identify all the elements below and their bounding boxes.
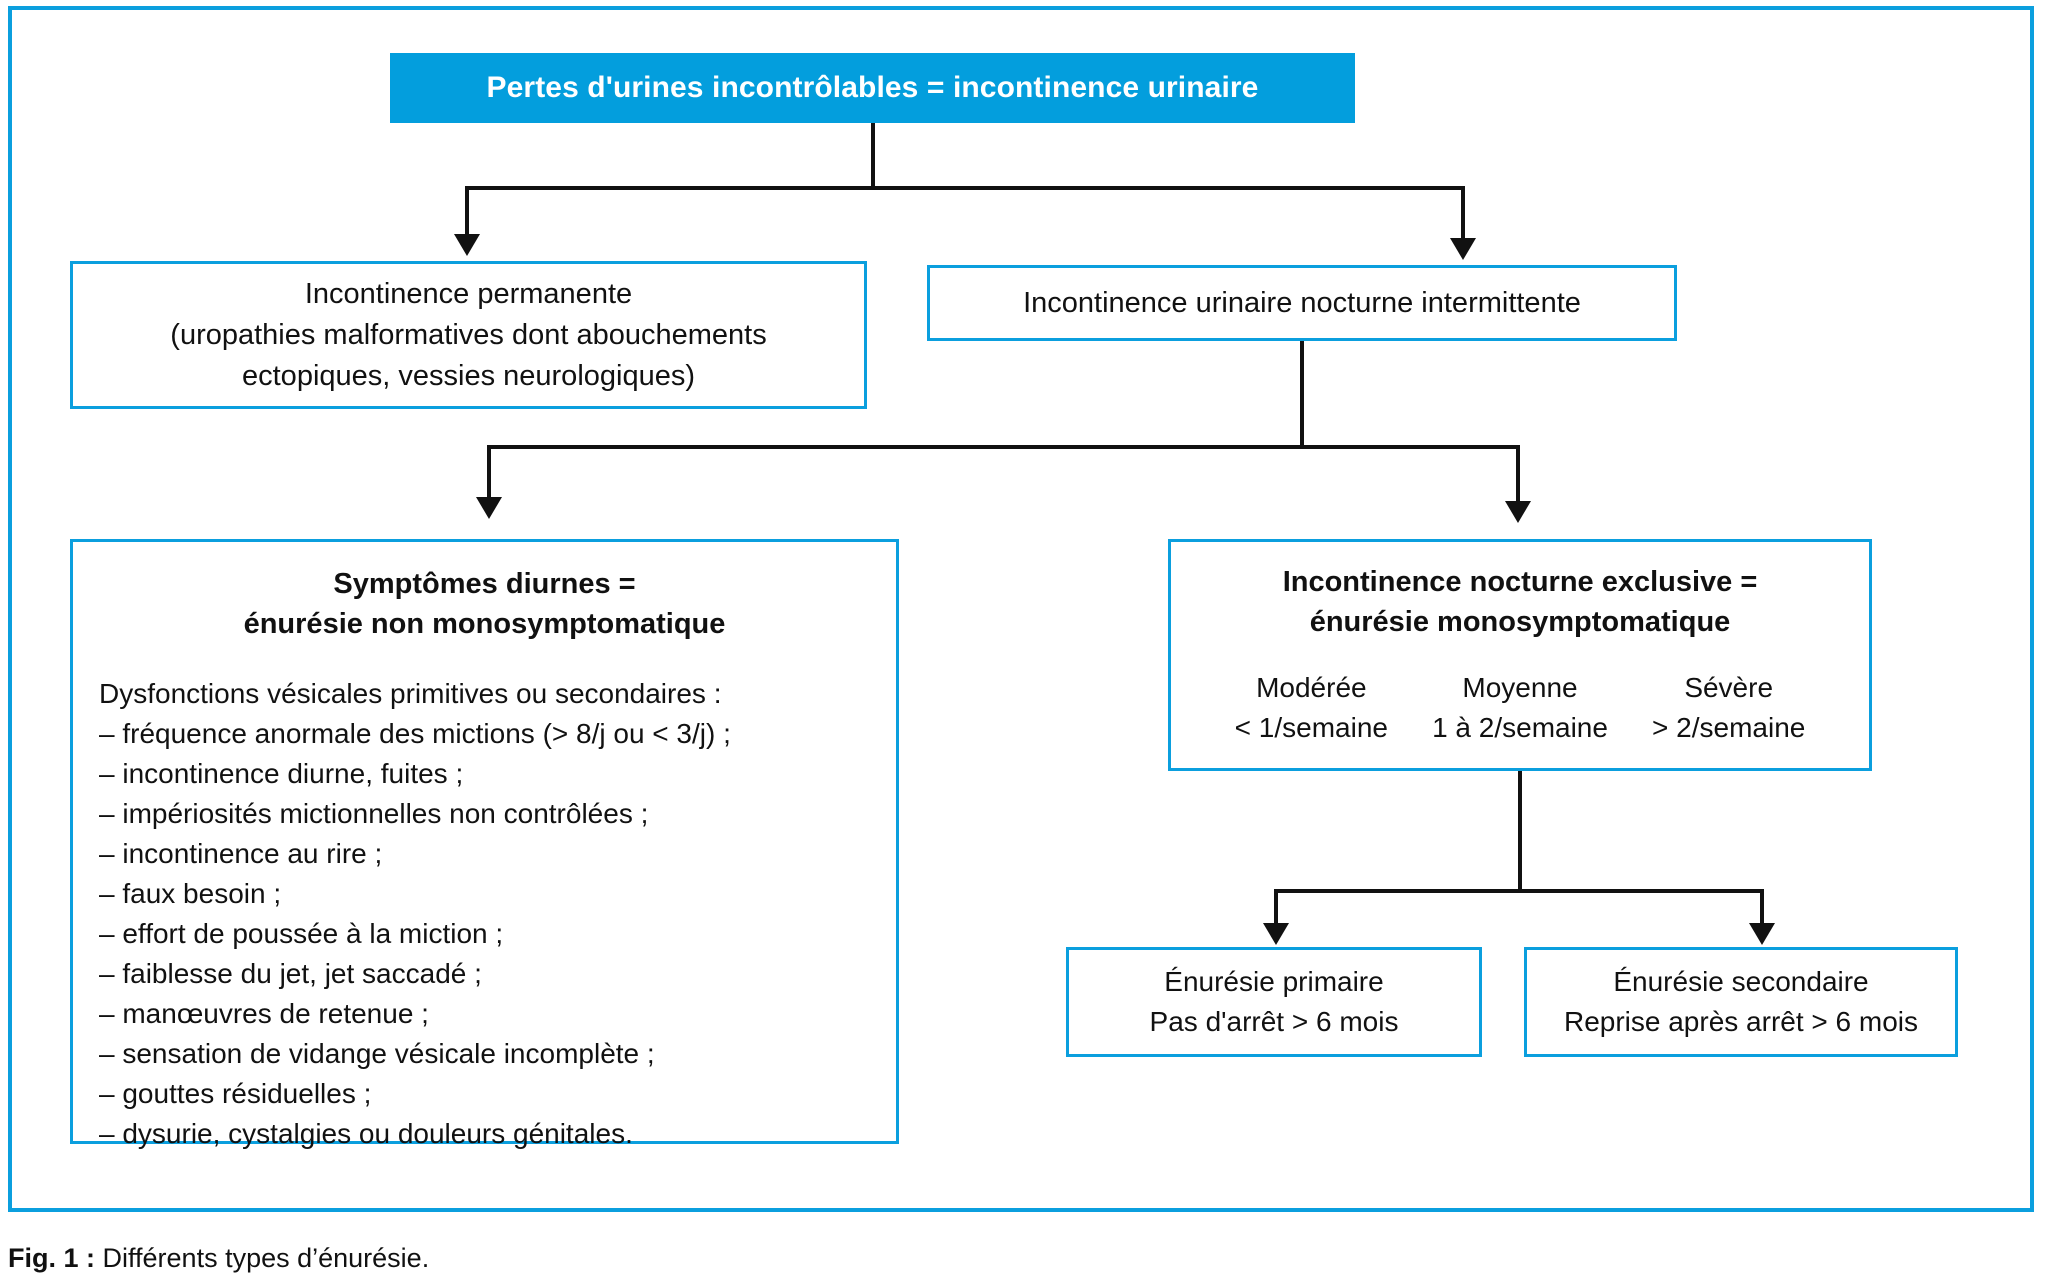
severity-label: Modérée (1256, 672, 1367, 703)
arrow-exclusive-to-secondaire (1749, 923, 1775, 945)
node-symptomes-diurnes: Symptômes diurnes = énurésie non monosym… (70, 539, 899, 1149)
connector-root-right-drop (1461, 186, 1465, 240)
arrow-nocturne-to-diurnes (476, 497, 502, 519)
severity-frequency: < 1/semaine (1234, 712, 1388, 743)
secondaire-line-1: Énurésie secondaire (1613, 966, 1869, 997)
list-item: – incontinence au rire ; (99, 838, 383, 869)
connector-nocturne-bar (487, 445, 1520, 449)
primaire-line-2: Pas d'arrêt > 6 mois (1149, 1006, 1399, 1037)
list-item: – gouttes résiduelles ; (99, 1078, 372, 1109)
caption-text: Différents types d’énurésie. (102, 1243, 430, 1273)
arrow-root-to-nocturne (1450, 238, 1476, 260)
exclusive-title-line-2: énurésie monosymptomatique (1309, 606, 1731, 638)
list-item: – incontinence diurne, fuites ; (99, 758, 464, 789)
arrow-exclusive-to-primaire (1263, 923, 1289, 945)
permanente-line-3: ectopiques, vessies neurologiques) (242, 359, 695, 392)
severity-severe: Sévère > 2/semaine (1624, 668, 1833, 748)
connector-root-stem (871, 123, 875, 188)
diurnes-title-line-1: Symptômes diurnes = (333, 568, 636, 600)
node-incontinence-permanente: Incontinence permanente (uropathies malf… (70, 261, 867, 409)
node-nocturne-exclusive: Incontinence nocturne exclusive = énurés… (1168, 539, 1872, 771)
node-enuresie-primaire: Énurésie primaire Pas d'arrêt > 6 mois (1066, 947, 1482, 1057)
connector-nocturne-stem (1300, 341, 1304, 449)
connector-nocturne-right-drop (1516, 445, 1520, 503)
diurnes-symptom-list: Dysfonctions vésicales primitives ou sec… (99, 674, 870, 1154)
severity-frequency: > 2/semaine (1652, 712, 1806, 743)
severity-frequency: 1 à 2/semaine (1432, 712, 1608, 743)
exclusive-title: Incontinence nocturne exclusive = énurés… (1189, 562, 1851, 642)
list-item: – faux besoin ; (99, 878, 282, 909)
caption-label: Fig. 1 : (8, 1243, 95, 1273)
connector-exclusive-bar (1274, 889, 1764, 893)
primaire-line-1: Énurésie primaire (1164, 966, 1384, 997)
node-incontinence-nocturne-intermittente: Incontinence urinaire nocturne intermitt… (927, 265, 1677, 341)
connector-root-bar (465, 186, 1465, 190)
permanente-line-2: (uropathies malformatives dont aboucheme… (170, 318, 767, 351)
node-enuresie-secondaire: Énurésie secondaire Reprise après arrêt … (1524, 947, 1958, 1057)
permanente-line-1: Incontinence permanente (304, 277, 633, 310)
diurnes-intro: Dysfonctions vésicales primitives ou sec… (99, 678, 722, 709)
list-item: – effort de poussée à la miction ; (99, 918, 504, 949)
list-item: – dysurie, cystalgies ou douleurs génita… (99, 1118, 633, 1149)
nocturne-label: Incontinence urinaire nocturne intermitt… (1023, 286, 1581, 319)
exclusive-title-line-1: Incontinence nocturne exclusive = (1282, 566, 1758, 598)
arrow-nocturne-to-exclusive (1505, 501, 1531, 523)
list-item: – faiblesse du jet, jet saccadé ; (99, 958, 482, 989)
connector-nocturne-left-drop (487, 445, 491, 499)
connector-root-left-drop (465, 186, 469, 236)
node-root-incontinence: Pertes d'urines incontrôlables = inconti… (390, 53, 1355, 123)
list-item: – manœuvres de retenue ; (99, 998, 429, 1029)
severity-label: Sévère (1684, 672, 1774, 703)
connector-exclusive-left-drop (1274, 889, 1278, 925)
severity-label: Moyenne (1462, 672, 1578, 703)
connector-exclusive-right-drop (1760, 889, 1764, 925)
severity-moyenne: Moyenne 1 à 2/semaine (1416, 668, 1625, 748)
diurnes-title-line-2: énurésie non monosymptomatique (243, 608, 726, 640)
figure-caption: Fig. 1 : Différents types d’énurésie. (8, 1243, 429, 1274)
severity-moderee: Modérée < 1/semaine (1207, 668, 1416, 748)
connector-exclusive-stem (1518, 771, 1522, 893)
diurnes-title: Symptômes diurnes = énurésie non monosym… (99, 564, 870, 644)
severity-columns: Modérée < 1/semaine Moyenne 1 à 2/semain… (1189, 668, 1851, 748)
secondaire-line-2: Reprise après arrêt > 6 mois (1563, 1006, 1919, 1037)
list-item: – sensation de vidange vésicale incomplè… (99, 1038, 655, 1069)
list-item: – impériosités mictionnelles non contrôl… (99, 798, 649, 829)
arrow-root-to-permanente (454, 234, 480, 256)
list-item: – fréquence anormale des mictions (> 8/j… (99, 718, 731, 749)
